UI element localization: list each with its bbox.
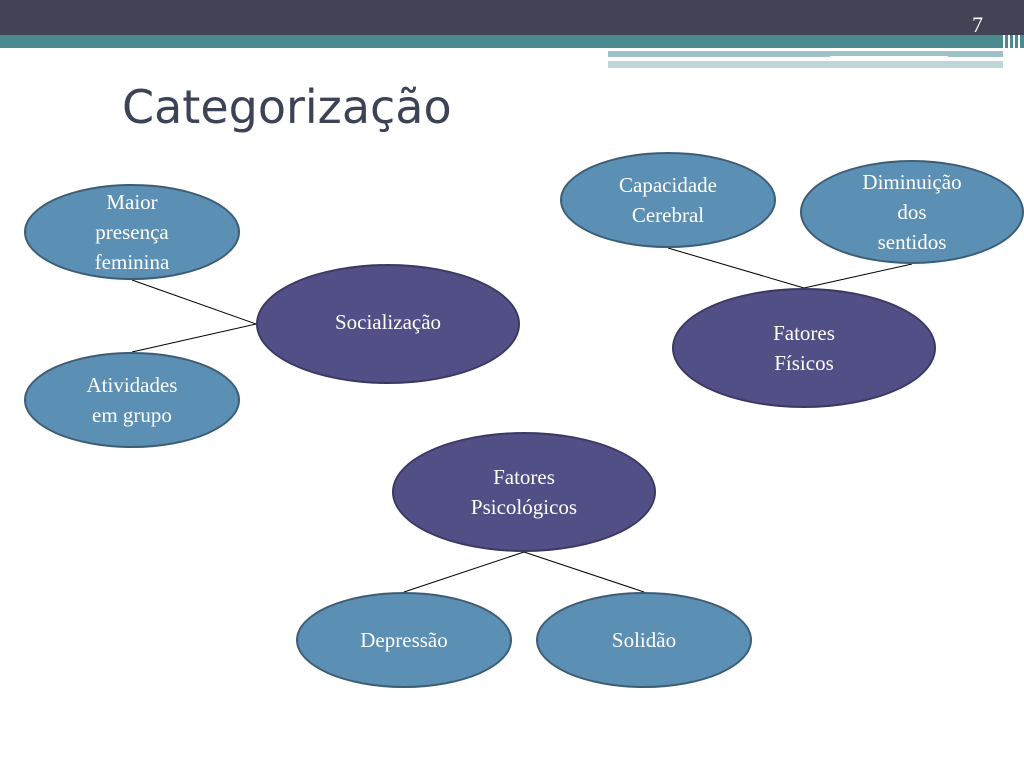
header-dark-bar <box>0 0 1024 35</box>
node-depressao: Depressão <box>296 592 512 688</box>
node-diminuicao-dos-sentidos: Diminuição dos sentidos <box>800 160 1024 264</box>
header-divider <box>1008 35 1010 68</box>
header-divider <box>1018 35 1020 68</box>
node-label: Diminuição dos sentidos <box>862 170 962 254</box>
node-label: Maior presença feminina <box>94 190 170 274</box>
header-divider <box>1013 35 1015 68</box>
node-solidao: Solidão <box>536 592 752 688</box>
header-accent-bar-lower <box>608 61 1004 68</box>
slide-number: 7 <box>972 12 983 37</box>
node-socializacao: Socialização <box>256 264 520 384</box>
node-fatores-fisicos: Fatores Físicos <box>672 288 936 408</box>
header-accent-line <box>830 56 948 58</box>
header-accent-bar <box>608 51 1004 57</box>
node-label: Capacidade Cerebral <box>619 173 717 227</box>
connector-maior-socializacao <box>131 279 257 325</box>
header-teal-bar <box>0 35 1024 48</box>
header-divider <box>1003 35 1005 68</box>
node-maior-presenca-feminina: Maior presença feminina <box>24 184 240 280</box>
node-label: Depressão <box>360 628 448 652</box>
node-label: Atividades em grupo <box>86 373 178 427</box>
node-label: Fatores Físicos <box>773 321 835 375</box>
connector-atividades-socializacao <box>131 323 257 353</box>
connector-psicologicos-solidao <box>523 551 645 593</box>
node-label: Socialização <box>334 310 442 334</box>
node-atividades-em-grupo: Atividades em grupo <box>24 352 240 448</box>
connector-capacidade-fisicos <box>667 247 805 289</box>
node-label: Solidão <box>611 628 677 652</box>
node-fatores-psicologicos: Fatores Psicológicos <box>392 432 656 552</box>
slide-title: Categorização <box>122 80 452 134</box>
node-capacidade-cerebral: Capacidade Cerebral <box>560 152 776 248</box>
connector-psicologicos-depressao <box>403 551 525 593</box>
connector-diminuicao-fisicos <box>803 263 913 289</box>
node-label: Fatores Psicológicos <box>470 465 578 519</box>
